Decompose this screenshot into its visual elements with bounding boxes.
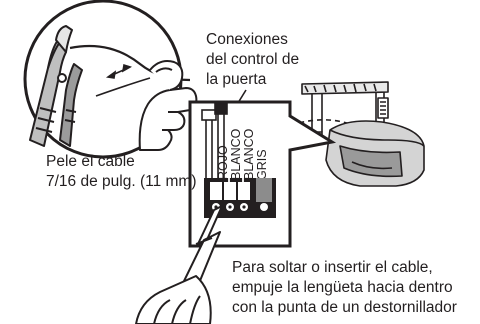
wire-label-blanco-2: BLANCO — [242, 128, 256, 180]
release-label-line-3: con la punta de un destornillador — [232, 299, 457, 316]
release-label-line-2: empuje la lengüeta hacia dentro — [232, 279, 453, 296]
connections-label-line-3: la puerta — [206, 71, 267, 88]
terminal-block — [204, 178, 276, 218]
release-label-line-1: Para soltar o insertir el cable, — [232, 259, 433, 276]
wire-stripper-icon — [29, 25, 83, 147]
terminal-4 — [260, 203, 268, 211]
screwdriver-icon — [135, 205, 223, 324]
terminal-wire-labels: ROJO BLANCO BLANCO GRIS — [216, 128, 269, 180]
garage-door-opener-icon — [261, 81, 425, 187]
strip-label-line-1: Pele el cable — [46, 153, 135, 170]
strip-detail-callout — [23, 0, 198, 159]
strip-label-line-2: 7/16 de pulg. (11 mm) — [46, 173, 196, 190]
wire-label-blanco-1: BLANCO — [229, 128, 243, 180]
strip-wire-label: Pele el cable 7/16 de pulg. (11 mm) — [46, 153, 196, 190]
strip-length-arrow — [105, 63, 132, 79]
release-instructions-label: Para soltar o insertir el cable, empuje … — [232, 259, 457, 316]
connections-label-line-2: del control de — [206, 51, 299, 68]
wire-label-rojo: ROJO — [216, 145, 230, 180]
terminal-wires — [201, 103, 228, 190]
wire-second — [95, 77, 151, 97]
connections-label-line-1: Conexiones — [206, 31, 288, 48]
wire-label-gris: GRIS — [255, 149, 269, 180]
hand-icon — [138, 60, 198, 151]
